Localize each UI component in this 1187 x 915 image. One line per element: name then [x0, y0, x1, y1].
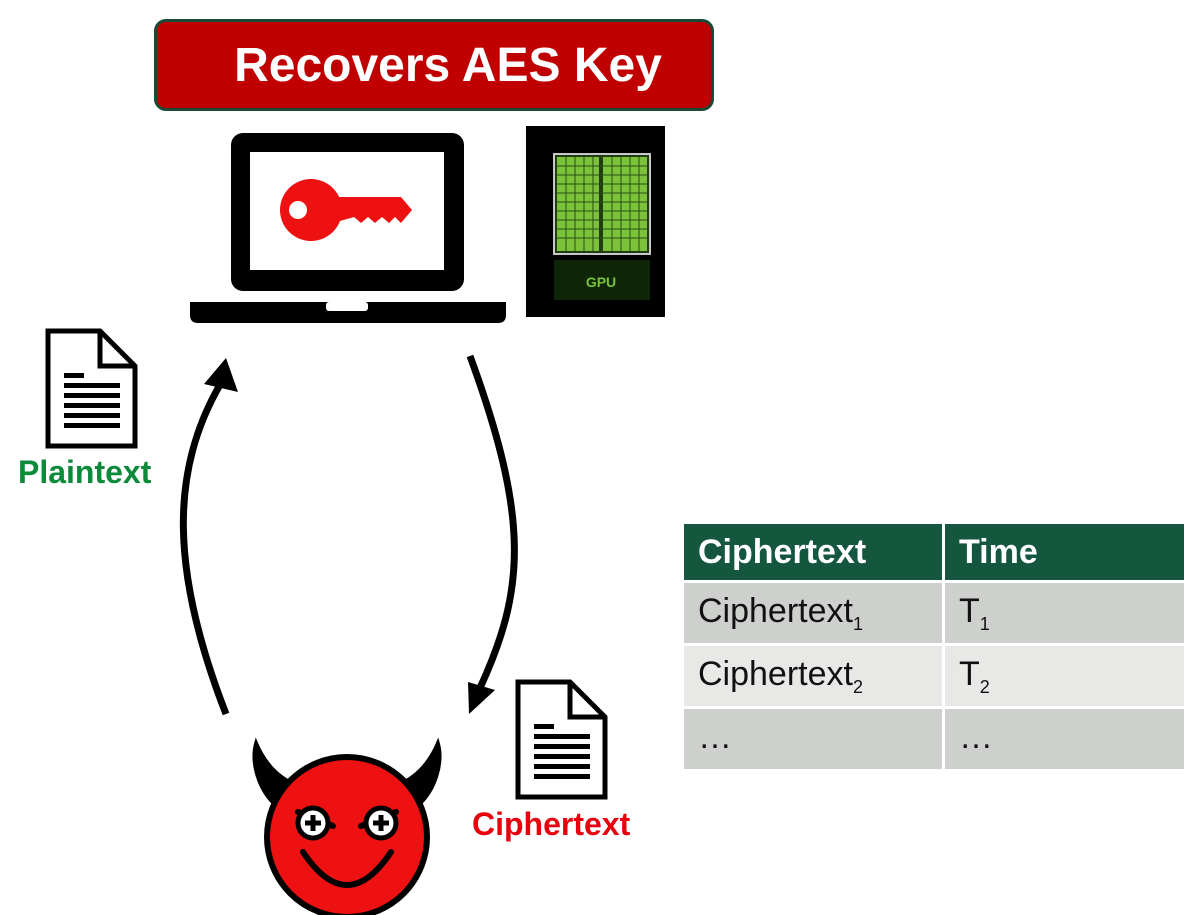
arrow-up-head: [204, 358, 238, 392]
gpu-label: GPU: [586, 274, 616, 290]
table-cell-time: T1: [942, 580, 1187, 646]
ciphertext-document-icon: [515, 679, 608, 800]
table-cell-time: …: [942, 706, 1187, 772]
gpu-icon: GPU: [526, 126, 665, 317]
cell-subscript: 2: [979, 676, 990, 697]
cell-text: …: [698, 717, 732, 756]
arrow-to-attacker: [466, 354, 518, 690]
cell-subscript: 1: [979, 613, 990, 634]
cell-subscript: 2: [852, 676, 863, 697]
table-cell-ciphertext: Ciphertext1: [681, 580, 945, 646]
laptop-icon: [190, 133, 506, 323]
plaintext-document-icon: [45, 328, 138, 449]
banner-title: Recovers AES Key: [234, 38, 662, 92]
plaintext-label: Plaintext: [18, 454, 152, 490]
devil-attacker-icon: [252, 737, 442, 915]
table-cell-ciphertext: Ciphertext2: [681, 643, 945, 709]
cell-subscript: 1: [852, 613, 863, 634]
arrow-down-head: [468, 682, 495, 714]
ciphertext-label: Ciphertext: [472, 806, 631, 842]
table-row: … …: [681, 706, 1187, 772]
key-icon: [280, 179, 412, 241]
cell-text: Ciphertext: [698, 591, 853, 630]
recovers-aes-key-banner: Recovers AES Key: [154, 19, 714, 111]
cell-text: T: [959, 654, 980, 693]
arrow-to-laptop: [179, 381, 230, 716]
header-ciphertext: Ciphertext: [681, 521, 945, 583]
table-row: Ciphertext2 T2: [681, 643, 1187, 709]
header-time: Time: [942, 521, 1187, 583]
table-header-row: Ciphertext Time: [681, 521, 1187, 583]
table-row: Ciphertext1 T1: [681, 580, 1187, 646]
ciphertext-timing-table: Ciphertext Time Ciphertext1 T1 Ciphertex…: [681, 521, 1187, 772]
cell-text: …: [959, 717, 993, 756]
cell-text: Ciphertext: [698, 654, 853, 693]
table-cell-time: T2: [942, 643, 1187, 709]
table-cell-ciphertext: …: [681, 706, 945, 772]
cell-text: T: [959, 591, 980, 630]
